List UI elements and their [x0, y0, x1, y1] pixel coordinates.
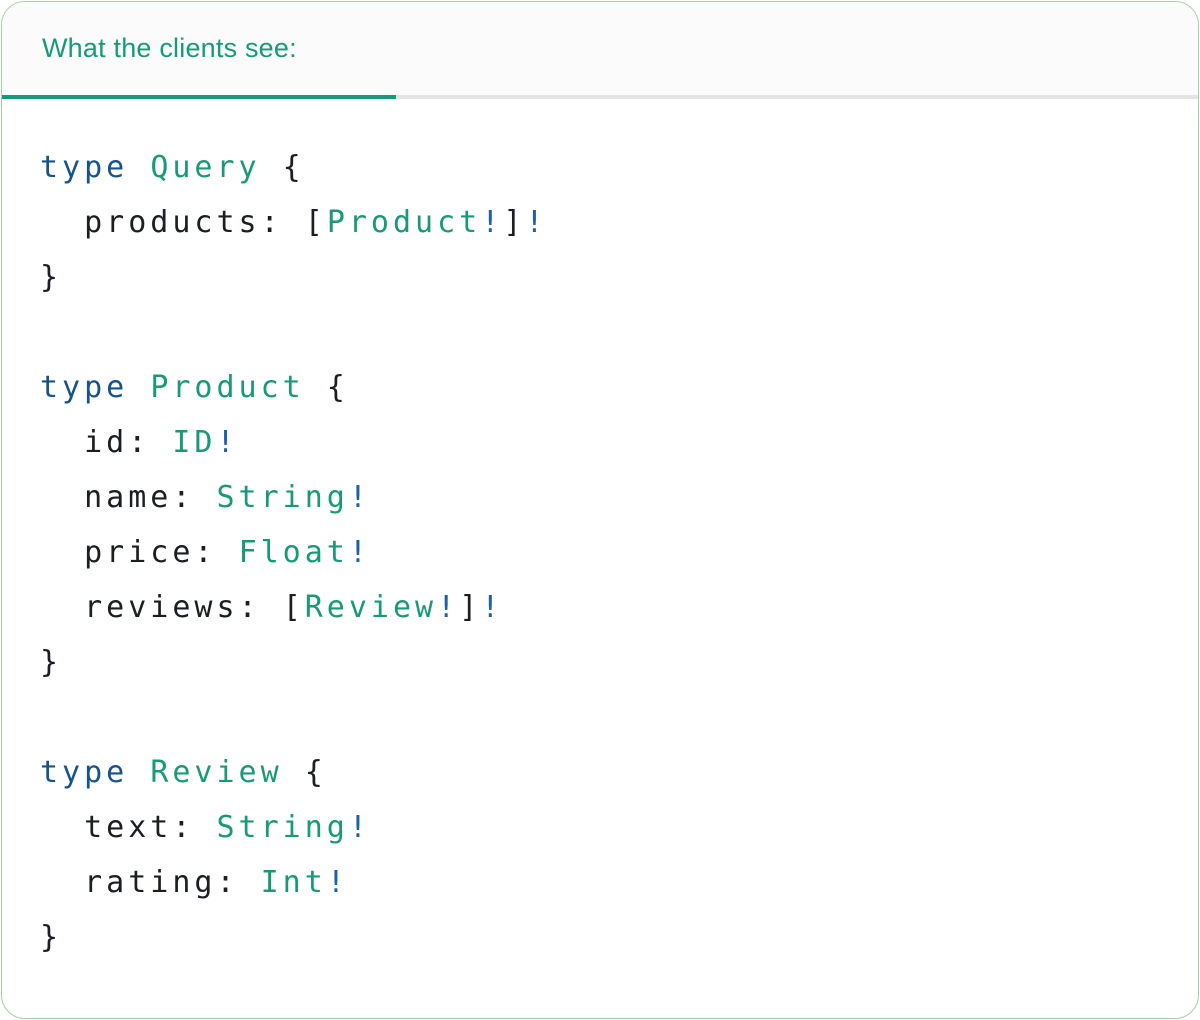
code-token-plain: [	[304, 205, 327, 240]
code-token-plain: }	[40, 260, 63, 295]
code-line: type Review {	[40, 745, 1178, 800]
code-line: }	[40, 635, 1178, 690]
code-line	[40, 305, 1178, 360]
code-token-plain: rating:	[40, 865, 261, 900]
code-line: type Query {	[40, 140, 1178, 195]
code-line: }	[40, 250, 1178, 305]
code-token-bang: !	[348, 480, 371, 515]
code-line: rating: Int!	[40, 855, 1178, 910]
code-line: type Product {	[40, 360, 1178, 415]
code-line: }	[40, 910, 1178, 965]
code-token-plain: text:	[40, 810, 217, 845]
code-line	[40, 690, 1178, 745]
code-token-typename: Product	[150, 370, 305, 405]
code-token-keyword: type	[40, 370, 129, 405]
code-token-plain: {	[304, 370, 349, 405]
code-token-bang: !	[481, 205, 504, 240]
tab-active-indicator	[2, 95, 396, 99]
code-line: text: String!	[40, 800, 1178, 855]
code-token-typename: String	[216, 480, 349, 515]
tab-label: What the clients see:	[42, 33, 297, 63]
panel-header: What the clients see:	[2, 2, 1198, 99]
code-token-typename: ID	[172, 425, 217, 460]
graphql-schema-code: type Query { products: [Product!]!}type …	[2, 99, 1198, 965]
code-token-typename: Float	[238, 535, 349, 570]
code-token-bang: !	[481, 590, 504, 625]
code-token-plain: id:	[40, 425, 173, 460]
code-token-bang: !	[216, 425, 239, 460]
code-token-plain: ]	[503, 205, 526, 240]
code-token-typename: Product	[326, 205, 482, 240]
code-token-plain: price:	[40, 535, 239, 570]
code-token-plain	[128, 150, 150, 185]
code-token-typename: Review	[150, 755, 283, 790]
code-token-plain: }	[40, 920, 63, 955]
code-line: id: ID!	[40, 415, 1178, 470]
code-line: price: Float!	[40, 525, 1178, 580]
code-token-bang: !	[525, 205, 548, 240]
code-token-bang: !	[326, 865, 349, 900]
code-token-bang: !	[437, 590, 460, 625]
code-token-plain	[128, 755, 150, 790]
code-token-typename: Review	[304, 590, 438, 625]
code-token-plain: }	[40, 645, 63, 680]
code-token-typename: String	[216, 810, 349, 845]
code-token-plain: {	[260, 150, 305, 185]
code-token-keyword: type	[40, 755, 129, 790]
code-token-keyword: type	[40, 150, 129, 185]
code-token-plain: reviews:	[40, 590, 283, 625]
tab-what-clients-see[interactable]: What the clients see:	[42, 2, 297, 95]
code-token-plain: products:	[40, 205, 305, 240]
code-token-plain: {	[282, 755, 327, 790]
code-token-typename: Int	[260, 865, 327, 900]
code-token-typename: Query	[150, 150, 261, 185]
code-line: name: String!	[40, 470, 1178, 525]
code-line: reviews: [Review!]!	[40, 580, 1178, 635]
code-token-bang: !	[348, 535, 371, 570]
code-token-plain: [	[282, 590, 305, 625]
code-token-plain: name:	[40, 480, 217, 515]
code-token-plain: ]	[459, 590, 482, 625]
code-line: products: [Product!]!	[40, 195, 1178, 250]
code-token-bang: !	[348, 810, 371, 845]
code-token-plain	[128, 370, 150, 405]
